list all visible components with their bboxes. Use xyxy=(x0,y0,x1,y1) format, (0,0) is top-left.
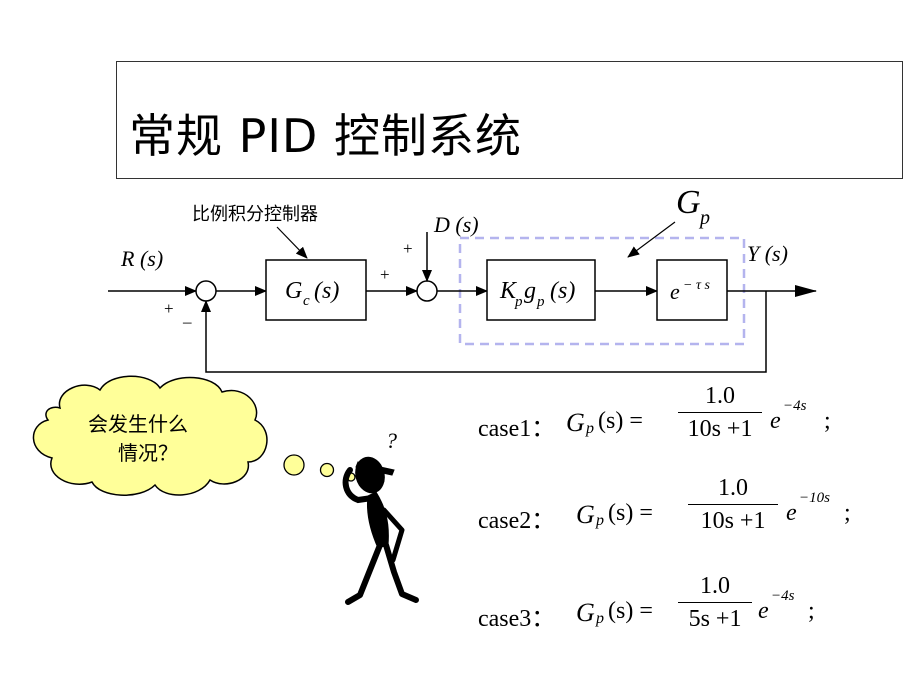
transfer-fraction: 1.0 5s +1 xyxy=(678,572,752,633)
cloud-text-line2: 情况？ xyxy=(118,441,178,465)
controller-symbol: G xyxy=(285,278,302,304)
delay-exponent: − τ s xyxy=(683,278,710,293)
gp-label: G xyxy=(676,184,701,221)
disturbance-label: D (s) xyxy=(433,212,479,237)
delay-base: e xyxy=(670,279,680,304)
exp-base: e xyxy=(758,598,769,624)
fraction-numerator: 1.0 xyxy=(718,475,748,501)
cloud-text-line1: 会发生什么 xyxy=(88,412,188,436)
case-label: case2： xyxy=(478,508,556,534)
transfer-arg: (s) = xyxy=(608,598,653,624)
plus-sign-1: + xyxy=(164,299,174,318)
controller-symbol-sub: c xyxy=(303,293,310,309)
exp-power: −4s xyxy=(771,588,795,604)
fraction-denominator: 10s +1 xyxy=(687,416,753,442)
minus-sign-1: – xyxy=(182,312,192,331)
exp-base: e xyxy=(786,500,797,526)
controller-pointer-arrow xyxy=(276,226,308,259)
plant-g-sub: p xyxy=(536,294,545,310)
plant-gain-symbol: K xyxy=(499,278,518,304)
transfer-sub: p xyxy=(596,610,604,627)
transfer-symbol: G xyxy=(566,408,585,437)
input-label: R (s) xyxy=(120,246,163,271)
fraction-numerator: 1.0 xyxy=(705,383,735,409)
slide-title: 常规 PID 控制系统 xyxy=(129,109,522,163)
fraction-numerator: 1.0 xyxy=(700,573,730,599)
controller-caption: 比例积分控制器 xyxy=(192,204,318,225)
plus-sign-2: + xyxy=(380,265,390,284)
summing-junction-2 xyxy=(416,280,438,302)
plus-sign-3: + xyxy=(403,239,413,258)
feedback-path xyxy=(201,291,767,373)
delay-block xyxy=(656,259,728,321)
transfer-fraction: 1.0 10s +1 xyxy=(688,474,778,535)
controller-block xyxy=(265,259,367,321)
title-box: 常规 PID 控制系统 xyxy=(116,61,903,179)
transfer-fraction: 1.0 10s +1 xyxy=(678,382,762,443)
thought-bubble-medium xyxy=(319,462,335,478)
question-mark: ? xyxy=(386,428,397,453)
case-end: ; xyxy=(824,408,831,434)
thought-bubble-large xyxy=(283,454,305,476)
transfer-sub: p xyxy=(586,420,594,437)
thinking-figure-icon xyxy=(342,456,419,605)
case-label: case3： xyxy=(478,606,556,632)
transfer-symbol: G xyxy=(576,500,595,529)
plant-gain-sub: p xyxy=(514,294,523,310)
controller-symbol-arg: (s) xyxy=(314,278,339,304)
case-label: case1： xyxy=(478,416,556,442)
fraction-denominator: 10s +1 xyxy=(700,508,766,534)
exp-power: −10s xyxy=(799,490,830,506)
transfer-arg: (s) = xyxy=(598,408,643,434)
transfer-symbol: G xyxy=(576,598,595,627)
exp-base: e xyxy=(770,408,781,434)
fraction-denominator: 5s +1 xyxy=(688,606,742,632)
thought-cloud xyxy=(32,375,268,496)
transfer-arg: (s) = xyxy=(608,500,653,526)
summing-junction-1 xyxy=(195,280,217,302)
exp-power: −4s xyxy=(783,398,807,414)
transfer-sub: p xyxy=(596,512,604,529)
plant-g-symbol: g xyxy=(524,278,536,304)
case-end: ; xyxy=(844,500,851,526)
output-label: Y (s) xyxy=(747,241,788,266)
case-end: ; xyxy=(808,598,815,624)
plant-block xyxy=(486,259,596,321)
plant-g-arg: (s) xyxy=(550,278,575,304)
gp-label-sub: p xyxy=(698,207,710,229)
gp-pointer-arrow xyxy=(627,221,676,258)
